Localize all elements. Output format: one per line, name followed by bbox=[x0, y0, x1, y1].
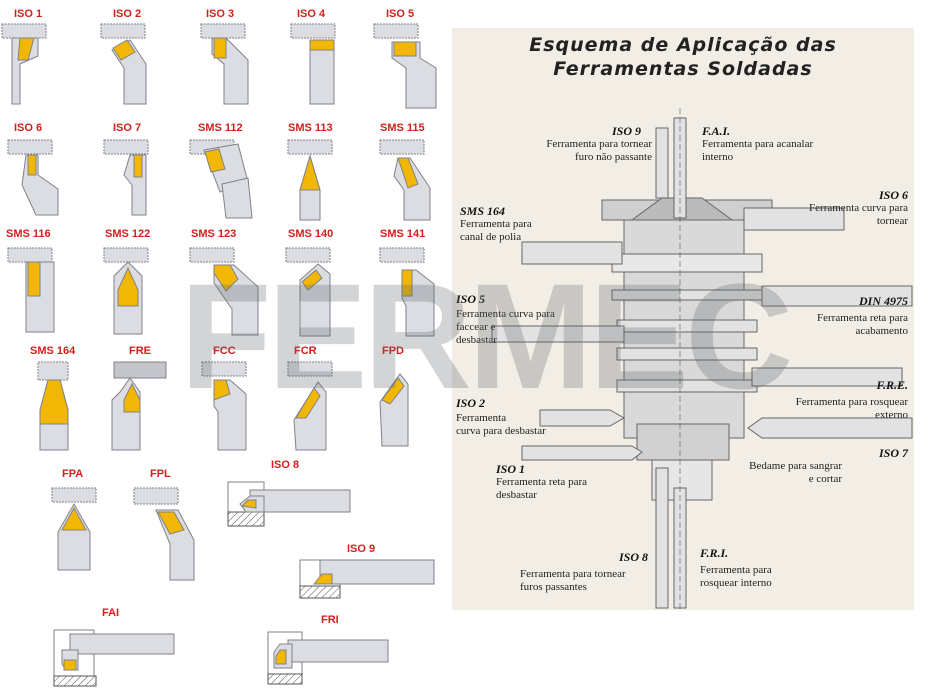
tool-name-iso-1: ISO 1 bbox=[496, 462, 526, 476]
label-iso-3: ISO 3 bbox=[206, 8, 235, 20]
tool-name-iso-7: ISO 7 bbox=[878, 446, 908, 460]
tool-desc-fre: Ferramenta para rosquear externo bbox=[795, 396, 908, 421]
tool-drawings bbox=[1, 23, 437, 687]
label-fpa: FPA bbox=[62, 468, 84, 480]
label-sms-113: SMS 113 bbox=[288, 122, 333, 134]
label-iso-5: ISO 5 bbox=[386, 8, 415, 20]
iso-8-tool-icon bbox=[227, 481, 351, 527]
fcc-tool-icon bbox=[201, 361, 247, 451]
fpa-tool-icon bbox=[51, 487, 97, 571]
iso-7-tool-icon bbox=[103, 139, 149, 216]
tool-name-sms-164: SMS 164 bbox=[460, 204, 506, 218]
tool-desc-iso-7: Bedame para sangrar e cortar bbox=[749, 460, 842, 485]
sms-113-tool-icon bbox=[287, 139, 333, 221]
label-iso-6: ISO 6 bbox=[14, 122, 43, 134]
tool-desc-fai: Ferramenta para acanalar interno bbox=[702, 138, 814, 163]
fcr-tool-icon bbox=[287, 361, 333, 451]
label-sms-123: SMS 123 bbox=[191, 228, 237, 240]
label-iso-8: ISO 8 bbox=[271, 459, 300, 471]
label-sms-140: SMS 140 bbox=[288, 228, 334, 240]
sms-115-tool-icon bbox=[379, 139, 431, 221]
tool-name-iso-2: ISO 2 bbox=[456, 396, 486, 410]
iso-6-tool-icon bbox=[7, 139, 59, 216]
fri-tool-icon bbox=[267, 631, 389, 685]
label-fcr: FCR bbox=[294, 345, 317, 357]
label-sms-112: SMS 112 bbox=[198, 122, 243, 134]
sms-123-tool-icon bbox=[189, 247, 259, 336]
tool-name-iso-6: ISO 6 bbox=[878, 188, 908, 202]
sms-112-tool-icon bbox=[189, 139, 253, 219]
tool-name-fai: F.A.I. bbox=[702, 124, 731, 138]
sms-141-tool-icon bbox=[379, 247, 435, 337]
label-iso-9: ISO 9 bbox=[347, 543, 376, 555]
tool-name-fre: F.R.E. bbox=[876, 378, 908, 392]
application-diagram-panel: Esquema de Aplicação das Ferramentas Sol… bbox=[452, 28, 914, 610]
label-sms-141: SMS 141 bbox=[380, 228, 426, 240]
tool-name-iso-9: ISO 9 bbox=[612, 124, 642, 138]
label-iso-1: ISO 1 bbox=[14, 8, 43, 20]
label-fri: FRI bbox=[321, 614, 339, 626]
tool-desc-iso-1: Ferramenta reta para desbastar bbox=[496, 476, 587, 501]
label-sms-122: SMS 122 bbox=[105, 228, 151, 240]
tool-desc-iso-5: Ferramenta curva para faccear e desbasta… bbox=[456, 308, 555, 346]
fpd-tool-icon bbox=[379, 373, 409, 447]
label-sms-115: SMS 115 bbox=[380, 122, 425, 134]
sms-164-tool-icon bbox=[37, 361, 69, 451]
iso-5-tool-icon bbox=[373, 23, 437, 109]
tool-desc-iso-8: Ferramenta para tornear furos passantes bbox=[520, 568, 626, 593]
fai-tool-icon bbox=[53, 629, 175, 687]
fpl-tool-icon bbox=[133, 487, 195, 581]
tool-desc-iso-9: Ferramenta para tornear furo não passant… bbox=[546, 138, 652, 163]
iso-3-tool-icon bbox=[200, 23, 249, 105]
tool-desc-iso-6: Ferramenta curva para tornear bbox=[809, 202, 908, 227]
label-fcc: FCC bbox=[213, 345, 236, 357]
label-fai: FAI bbox=[102, 607, 120, 619]
sms-116-tool-icon bbox=[7, 247, 55, 333]
iso-4-tool-icon bbox=[290, 23, 336, 105]
label-fpd: FPD bbox=[382, 345, 404, 357]
tool-name-iso-5: ISO 5 bbox=[456, 292, 486, 306]
sms-122-tool-icon bbox=[103, 247, 149, 335]
sms-140-tool-icon bbox=[285, 247, 331, 337]
label-iso-7: ISO 7 bbox=[113, 122, 142, 134]
tool-name-iso-8: ISO 8 bbox=[618, 550, 648, 564]
label-iso-2: ISO 2 bbox=[113, 8, 142, 20]
tool-desc-fri: Ferramenta para rosquear interno bbox=[700, 564, 772, 589]
panel-title-line-1: Esquema de Aplicação das bbox=[529, 34, 837, 56]
label-iso-4: ISO 4 bbox=[297, 8, 326, 20]
tool-desc-din-4975: Ferramenta reta para acabamento bbox=[817, 312, 908, 337]
panel-title-line-2: Ferramentas Soldadas bbox=[553, 58, 813, 80]
label-sms-164: SMS 164 bbox=[30, 345, 76, 357]
iso-2-tool-icon bbox=[100, 23, 147, 105]
label-sms-116: SMS 116 bbox=[6, 228, 51, 240]
tool-desc-sms-164: Ferramenta para canal de polia bbox=[460, 218, 532, 243]
iso-1-tool-icon bbox=[1, 23, 47, 105]
tool-desc-iso-2: Ferramenta curva para desbastar bbox=[456, 412, 546, 437]
tool-name-fri: F.R.I. bbox=[700, 546, 729, 560]
label-fre: FRE bbox=[129, 345, 151, 357]
fre-tool-icon bbox=[111, 361, 167, 451]
iso-9-tool-icon bbox=[299, 559, 435, 599]
tool-name-din-4975: DIN 4975 bbox=[858, 294, 908, 308]
lathe-diagram bbox=[491, 108, 913, 610]
label-fpl: FPL bbox=[150, 468, 171, 480]
